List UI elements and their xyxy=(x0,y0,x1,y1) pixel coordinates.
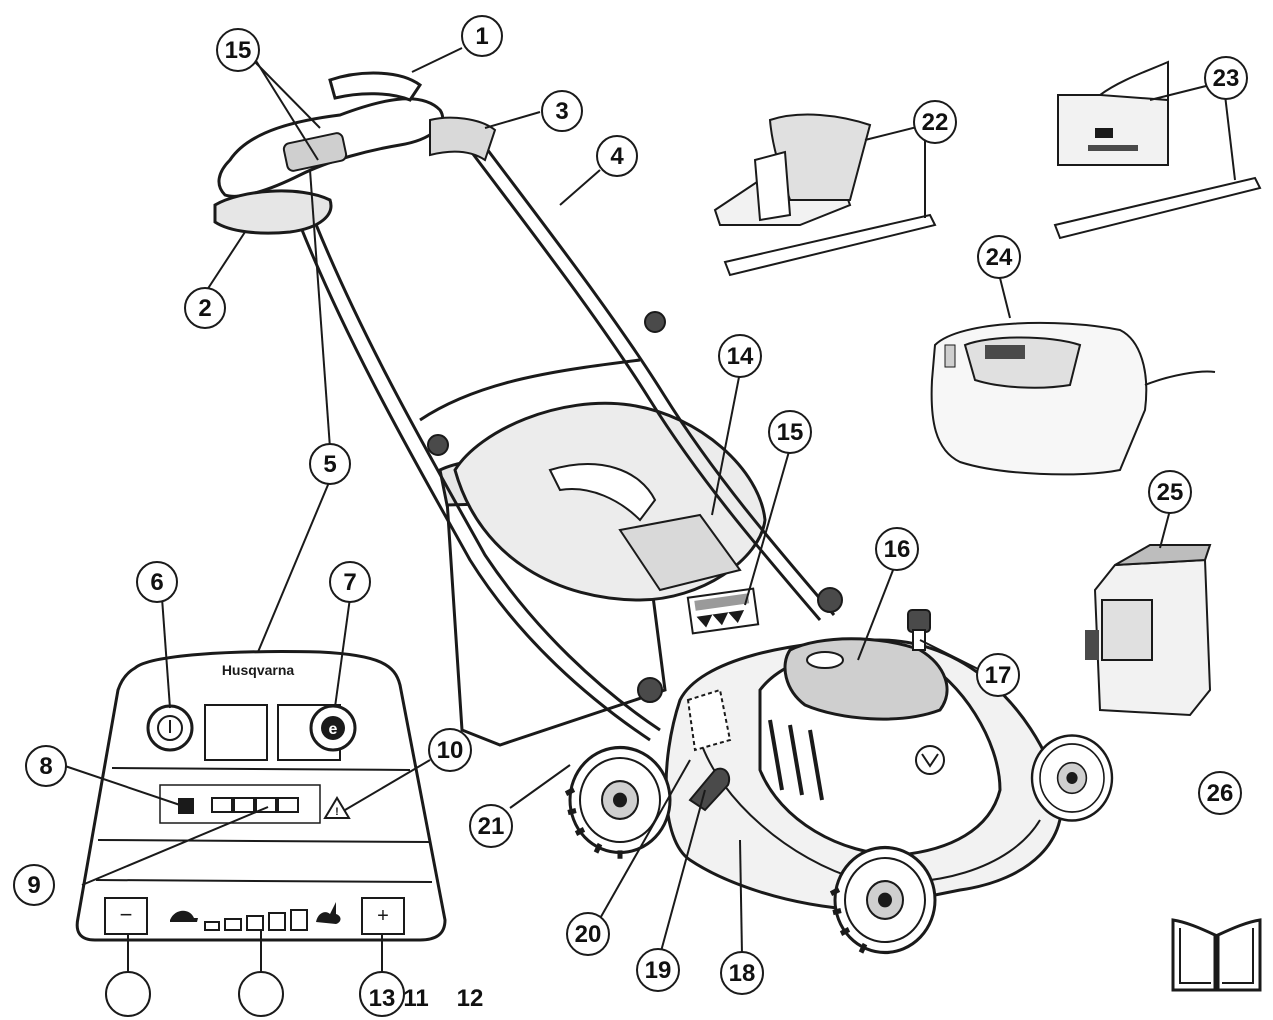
svg-text:5: 5 xyxy=(323,451,336,478)
accessory-rear-discharge-kit xyxy=(1053,60,1262,240)
wheel-rear-right xyxy=(1030,734,1114,822)
callout-4: 4 xyxy=(596,135,638,177)
svg-text:25: 25 xyxy=(1157,479,1184,506)
callout-18: 18 xyxy=(720,951,764,995)
callout-3: 3 xyxy=(541,90,583,132)
callout-22: 22 xyxy=(913,100,957,144)
empty-callout-circle xyxy=(105,971,151,1017)
svg-text:21: 21 xyxy=(478,813,505,840)
svg-text:15: 15 xyxy=(225,37,252,64)
callout-25: 25 xyxy=(1148,470,1192,514)
svg-text:16: 16 xyxy=(884,536,911,563)
handle-knob-left[interactable] xyxy=(427,434,449,456)
svg-text:19: 19 xyxy=(645,957,672,984)
callout-16: 16 xyxy=(875,527,919,571)
callout-1: 1 xyxy=(461,15,503,57)
callout-23: 23 xyxy=(1204,56,1248,100)
warning-icon xyxy=(323,796,351,819)
svg-text:17: 17 xyxy=(985,662,1012,689)
svg-text:23: 23 xyxy=(1213,65,1240,92)
svg-text:8: 8 xyxy=(39,753,52,780)
wheel-rear-left xyxy=(829,845,937,955)
callout-9: 9 xyxy=(13,864,55,906)
callout-24: 24 xyxy=(977,235,1021,279)
accessory-mulch-kit xyxy=(713,113,937,277)
leader-lines xyxy=(64,47,1236,956)
callout-26: 26 xyxy=(1198,771,1242,815)
callout-2: 2 xyxy=(184,287,226,329)
label-12: 12 xyxy=(457,985,484,1012)
charger-cable xyxy=(1144,370,1216,386)
svg-text:26: 26 xyxy=(1207,780,1234,807)
handle-frame xyxy=(298,144,836,742)
svg-text:2: 2 xyxy=(198,295,211,322)
wheel-front-left xyxy=(564,745,672,859)
brand-logo: Husqvarna xyxy=(222,662,295,678)
svg-text:18: 18 xyxy=(729,960,756,987)
control-panel: Husqvarna e ! − xyxy=(75,650,484,1017)
battery-charger xyxy=(930,321,1216,476)
svg-text:24: 24 xyxy=(986,244,1013,271)
handle-control-panel xyxy=(282,132,348,172)
svg-text:4: 4 xyxy=(610,143,624,170)
svg-text:10: 10 xyxy=(437,737,464,764)
brand-emblem-icon xyxy=(915,745,945,775)
height-adjust-lever[interactable] xyxy=(688,767,731,812)
control-panel-housing xyxy=(75,650,447,942)
handle-knob-right[interactable] xyxy=(644,311,666,333)
empty-callout-circle xyxy=(238,971,284,1017)
callout-17: 17 xyxy=(976,653,1020,697)
svg-text:!: ! xyxy=(335,806,339,818)
svg-text:3: 3 xyxy=(555,98,568,125)
callout-8: 8 xyxy=(25,745,67,787)
callout-19: 19 xyxy=(636,948,680,992)
book-icon xyxy=(1171,918,1262,992)
svg-text:20: 20 xyxy=(575,921,602,948)
lawn-mower xyxy=(213,71,1114,955)
speed-level-bars xyxy=(204,909,308,931)
turtle-icon xyxy=(170,910,198,922)
callout-15-handle: 15 xyxy=(216,28,260,72)
callout-5-top: 5 xyxy=(309,443,351,485)
battery-pack xyxy=(1085,544,1212,717)
callout-6: 6 xyxy=(136,561,178,603)
callout-15-deck: 15 xyxy=(768,410,812,454)
svg-text:15: 15 xyxy=(777,419,804,446)
callout-10: 10 xyxy=(428,728,472,772)
eco-icon: e xyxy=(329,721,338,738)
callout-14: 14 xyxy=(718,334,762,378)
callout-21: 21 xyxy=(469,804,513,848)
svg-text:−: − xyxy=(120,902,133,927)
svg-text:9: 9 xyxy=(27,872,40,899)
svg-text:7: 7 xyxy=(343,569,356,596)
battery-level-bars xyxy=(211,797,299,813)
callout-7: 7 xyxy=(329,561,371,603)
svg-text:6: 6 xyxy=(150,569,163,596)
replacement-blade xyxy=(1053,176,1262,240)
rabbit-icon xyxy=(316,902,341,924)
svg-text:1: 1 xyxy=(475,23,488,50)
label-11: 11 xyxy=(403,985,428,1012)
svg-text:14: 14 xyxy=(727,343,754,370)
callout-20: 20 xyxy=(566,912,610,956)
speed-minus-button[interactable] xyxy=(104,897,148,935)
mulch-blade xyxy=(723,213,937,277)
start-bail[interactable] xyxy=(213,189,333,235)
svg-text:22: 22 xyxy=(922,109,949,136)
label-13: 13 xyxy=(369,985,396,1012)
svg-text:+: + xyxy=(377,905,389,927)
battery-indicator-icon xyxy=(178,798,194,814)
safety-key xyxy=(907,609,931,651)
